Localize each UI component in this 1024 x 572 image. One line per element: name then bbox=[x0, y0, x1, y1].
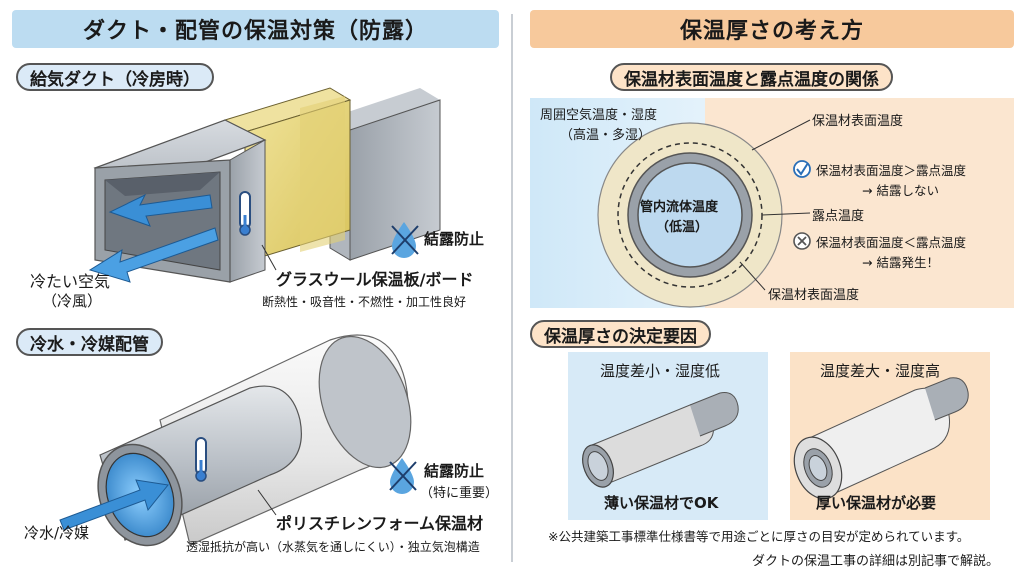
duct-section-label: 給気ダクト（冷房時） bbox=[16, 63, 214, 91]
ok-condition: 保温材表面温度＞露点温度 bbox=[816, 163, 967, 178]
factor-card-thin bbox=[568, 352, 768, 520]
surface-temp-label-top: 保温材表面温度 bbox=[812, 114, 904, 129]
left-title: ダクト・配管の保温対策（防露） bbox=[82, 19, 428, 44]
ambient-label: 周囲空気温度・湿度 bbox=[540, 108, 658, 123]
fluid-temp-label: 管内流体温度 bbox=[640, 200, 719, 215]
factors-heading: 保温厚さの決定要因 bbox=[530, 320, 711, 348]
duct-prevent-icon bbox=[391, 222, 419, 258]
duct-material-properties: 断熱性・吸音性・不燃性・加工性良好 bbox=[262, 295, 467, 309]
pipe-material-properties: 透湿抵抗が高い（水蒸気を通しにくい）・独立気泡構造 bbox=[186, 540, 480, 554]
footnote: ※公共建築工事標準仕様書等で用途ごとに厚さの目安が定められています。 bbox=[548, 529, 970, 544]
surface-temp-label-bottom: 保温材表面温度 bbox=[768, 288, 860, 303]
pipe-prevent-icon bbox=[389, 458, 417, 494]
fluid-label: 冷水/冷媒 bbox=[24, 524, 90, 542]
ok-result: → 結露しない bbox=[862, 183, 939, 198]
duct-illustration bbox=[88, 87, 441, 283]
case-a-title: 温度差小・湿度低 bbox=[600, 362, 721, 380]
footer-note: ダクトの保温工事の詳細は別記事で解説。 bbox=[752, 554, 1000, 569]
pipe-section-label-text: 冷水・冷媒配管 bbox=[30, 334, 149, 355]
pipe-prevent-label: 結露防止 bbox=[424, 462, 485, 480]
factor-card-thick bbox=[790, 352, 990, 520]
right-title-banner: 保温厚さの考え方 bbox=[530, 10, 1014, 48]
relation-heading: 保温材表面温度と露点温度の関係 bbox=[610, 63, 893, 91]
dew-point-label: 露点温度 bbox=[812, 209, 865, 224]
cold-air-label: 冷たい空気 bbox=[30, 272, 111, 291]
cold-air-sublabel: （冷風） bbox=[42, 292, 103, 310]
pipe-prevent-sublabel: （特に重要） bbox=[420, 486, 499, 501]
center-divider bbox=[511, 14, 513, 562]
pipe-section-label: 冷水・冷媒配管 bbox=[16, 328, 163, 356]
relation-heading-text: 保温材表面温度と露点温度の関係 bbox=[624, 69, 879, 90]
duct-material-label: グラスウール保温板/ボード bbox=[276, 270, 474, 289]
case-a-result: 薄い保温材でOK bbox=[604, 494, 719, 512]
right-title: 保温厚さの考え方 bbox=[679, 19, 864, 44]
left-title-banner: ダクト・配管の保温対策（防露） bbox=[12, 10, 499, 48]
ng-result: → 結露発生！ bbox=[862, 255, 939, 270]
ambient-sublabel: （高温・多湿） bbox=[560, 128, 652, 143]
fluid-temp-sublabel: （低温） bbox=[656, 220, 709, 235]
duct-section-label-text: 給気ダクト（冷房時） bbox=[30, 69, 200, 90]
ng-condition: 保温材表面温度＜露点温度 bbox=[816, 235, 967, 250]
pipe-material-label: ポリスチレンフォーム保温材 bbox=[276, 514, 484, 533]
case-b-title: 温度差大・湿度高 bbox=[820, 362, 941, 380]
duct-prevent-label: 結露防止 bbox=[424, 230, 485, 248]
dew-point-diagram bbox=[530, 98, 1014, 308]
pipe-illustration bbox=[59, 334, 412, 547]
case-b-result: 厚い保温材が必要 bbox=[816, 494, 937, 512]
factors-heading-text: 保温厚さの決定要因 bbox=[544, 326, 697, 347]
